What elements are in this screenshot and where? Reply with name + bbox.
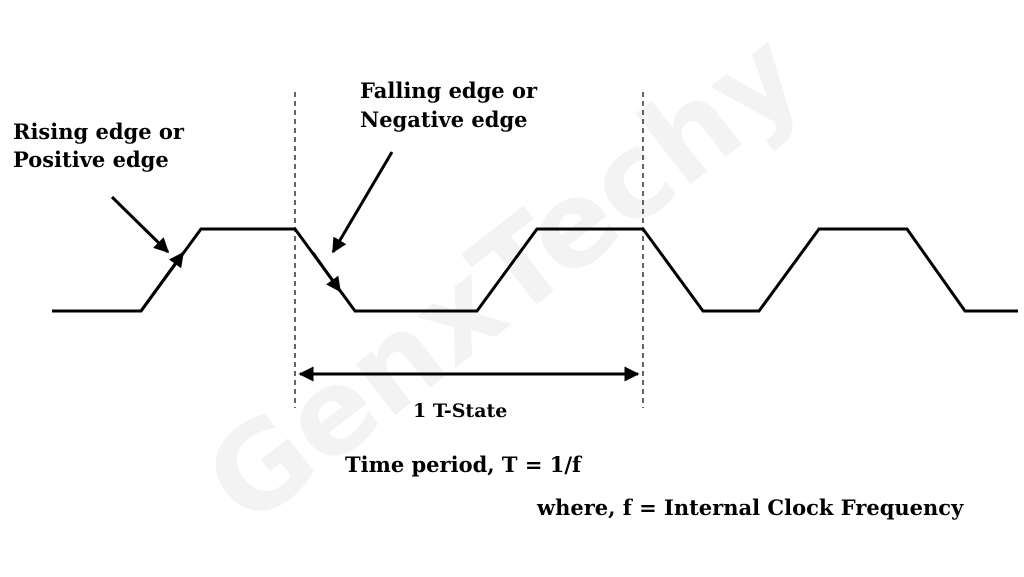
falling-edge-label-line1: Falling edge or [360,78,538,103]
frequency-definition-label: where, f = Internal Clock Frequency [536,495,964,520]
rising-edge-label-line1: Rising edge or [13,119,185,144]
falling-edge-label-line2: Negative edge [360,107,528,132]
rising-edge-label-line2: Positive edge [13,147,169,172]
rising-edge-pointer-arrow [110,195,170,254]
t-state-label: 1 T-State [413,400,507,422]
falling-edge-pointer-arrow [331,151,394,254]
clock-waveform [52,227,1018,313]
time-period-label: Time period, T = 1/f [345,452,583,477]
falling-edge-direction-arrow [311,252,342,293]
rising-edge-direction-arrow [139,251,185,312]
